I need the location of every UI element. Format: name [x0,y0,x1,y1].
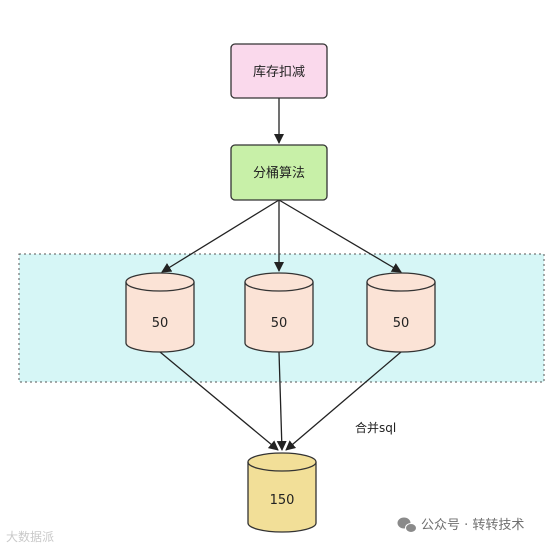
bucket-algorithm-label: 分桶算法 [253,166,305,181]
bucket-cylinder-3: 50 [366,272,436,353]
wechat-icon [397,517,417,533]
arrow-algo-to-bucket-3 [278,199,402,273]
total-value: 150 [270,493,295,508]
bucket-algorithm-node: 分桶算法 [230,144,328,201]
bucket-3-value: 50 [393,316,410,331]
arrow-algo-to-bucket-1 [161,199,280,273]
merge-sql-label: 合并sql [355,420,396,435]
bucket-2-value: 50 [271,316,288,331]
watermark-right: 公众号 · 转转技术 [397,517,524,533]
total-cylinder: 150 [247,452,317,533]
watermark-right-text: 公众号 · 转转技术 [421,518,524,533]
watermark-left-text: 大数据派 [6,529,54,544]
arrow-bucket-3-to-total [285,351,402,451]
bucket-cylinder-1: 50 [125,272,195,353]
bucket-cylinder-2: 50 [244,272,314,353]
bucket-1-value: 50 [152,316,169,331]
watermark-left: 大数据派 [6,529,54,544]
arrow-bucket-2-to-total [276,351,287,451]
stock-deduct-node: 库存扣减 [230,43,328,99]
arrow-bucket-1-to-total [159,351,279,451]
stock-deduct-label: 库存扣减 [253,64,305,80]
